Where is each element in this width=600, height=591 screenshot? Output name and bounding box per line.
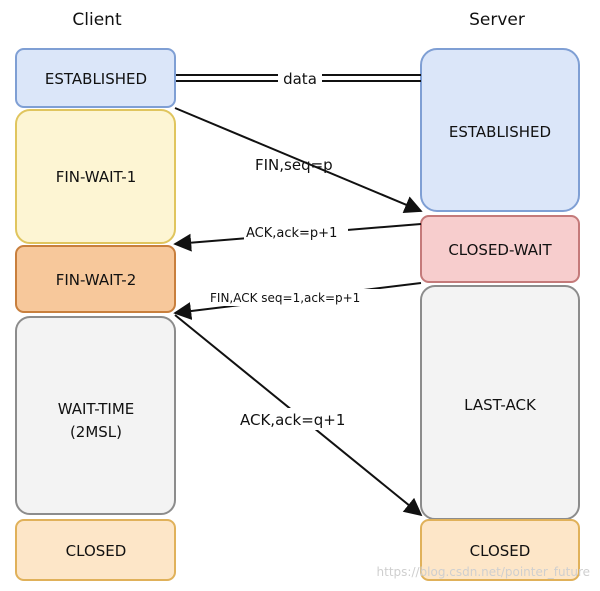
client-state-fin-wait-2-label: FIN-WAIT-2 [56, 271, 137, 289]
server-state-last-ack: LAST-ACK [420, 285, 580, 520]
client-state-fin-wait-1-label: FIN-WAIT-1 [56, 168, 137, 186]
ack1-label: ACK,ack=p+1 [246, 226, 337, 241]
fin-label: FIN,seq=p [255, 156, 333, 174]
client-state-fin-wait-2: FIN-WAIT-2 [15, 245, 176, 313]
client-state-established-label: ESTABLISHED [45, 70, 147, 88]
client-state-wait-time-sublabel: (2MSL) [70, 423, 122, 441]
client-state-established: ESTABLISHED [15, 48, 176, 108]
client-state-closed-label: CLOSED [66, 542, 127, 560]
server-state-established: ESTABLISHED [420, 48, 580, 212]
fin-arrow [174, 107, 423, 214]
watermark: https://blog.csdn.net/pointer_future [377, 565, 590, 579]
server-state-last-ack-label: LAST-ACK [464, 396, 537, 414]
client-title: Client [72, 10, 122, 30]
fin-message: FIN,seq=p [174, 107, 423, 214]
data-label: data [283, 70, 317, 88]
server-state-closed-label: CLOSED [470, 542, 531, 560]
client-state-wait-time-label: WAIT-TIME [58, 400, 135, 418]
ack1-message: ACK,ack=p+1 [173, 222, 422, 252]
server-title: Server [469, 10, 525, 30]
fin-ack-message: FIN,ACK seq=1,ack=p+1 [173, 282, 422, 320]
server-state-closed-wait-label: CLOSED-WAIT [448, 241, 552, 259]
data-connection: data [176, 68, 421, 88]
ack2-label: ACK,ack=q+1 [240, 411, 345, 429]
client-state-wait-time: WAIT-TIME (2MSL) [15, 316, 176, 515]
server-state-established-label: ESTABLISHED [449, 123, 551, 141]
client-state-fin-wait-1: FIN-WAIT-1 [15, 109, 176, 244]
server-state-closed-wait: CLOSED-WAIT [420, 215, 580, 283]
server-state-closed: CLOSED [420, 519, 580, 581]
fin-ack-label: FIN,ACK seq=1,ack=p+1 [210, 291, 360, 305]
ack2-message: ACK,ack=q+1 [174, 314, 423, 517]
client-state-closed: CLOSED [15, 519, 176, 581]
